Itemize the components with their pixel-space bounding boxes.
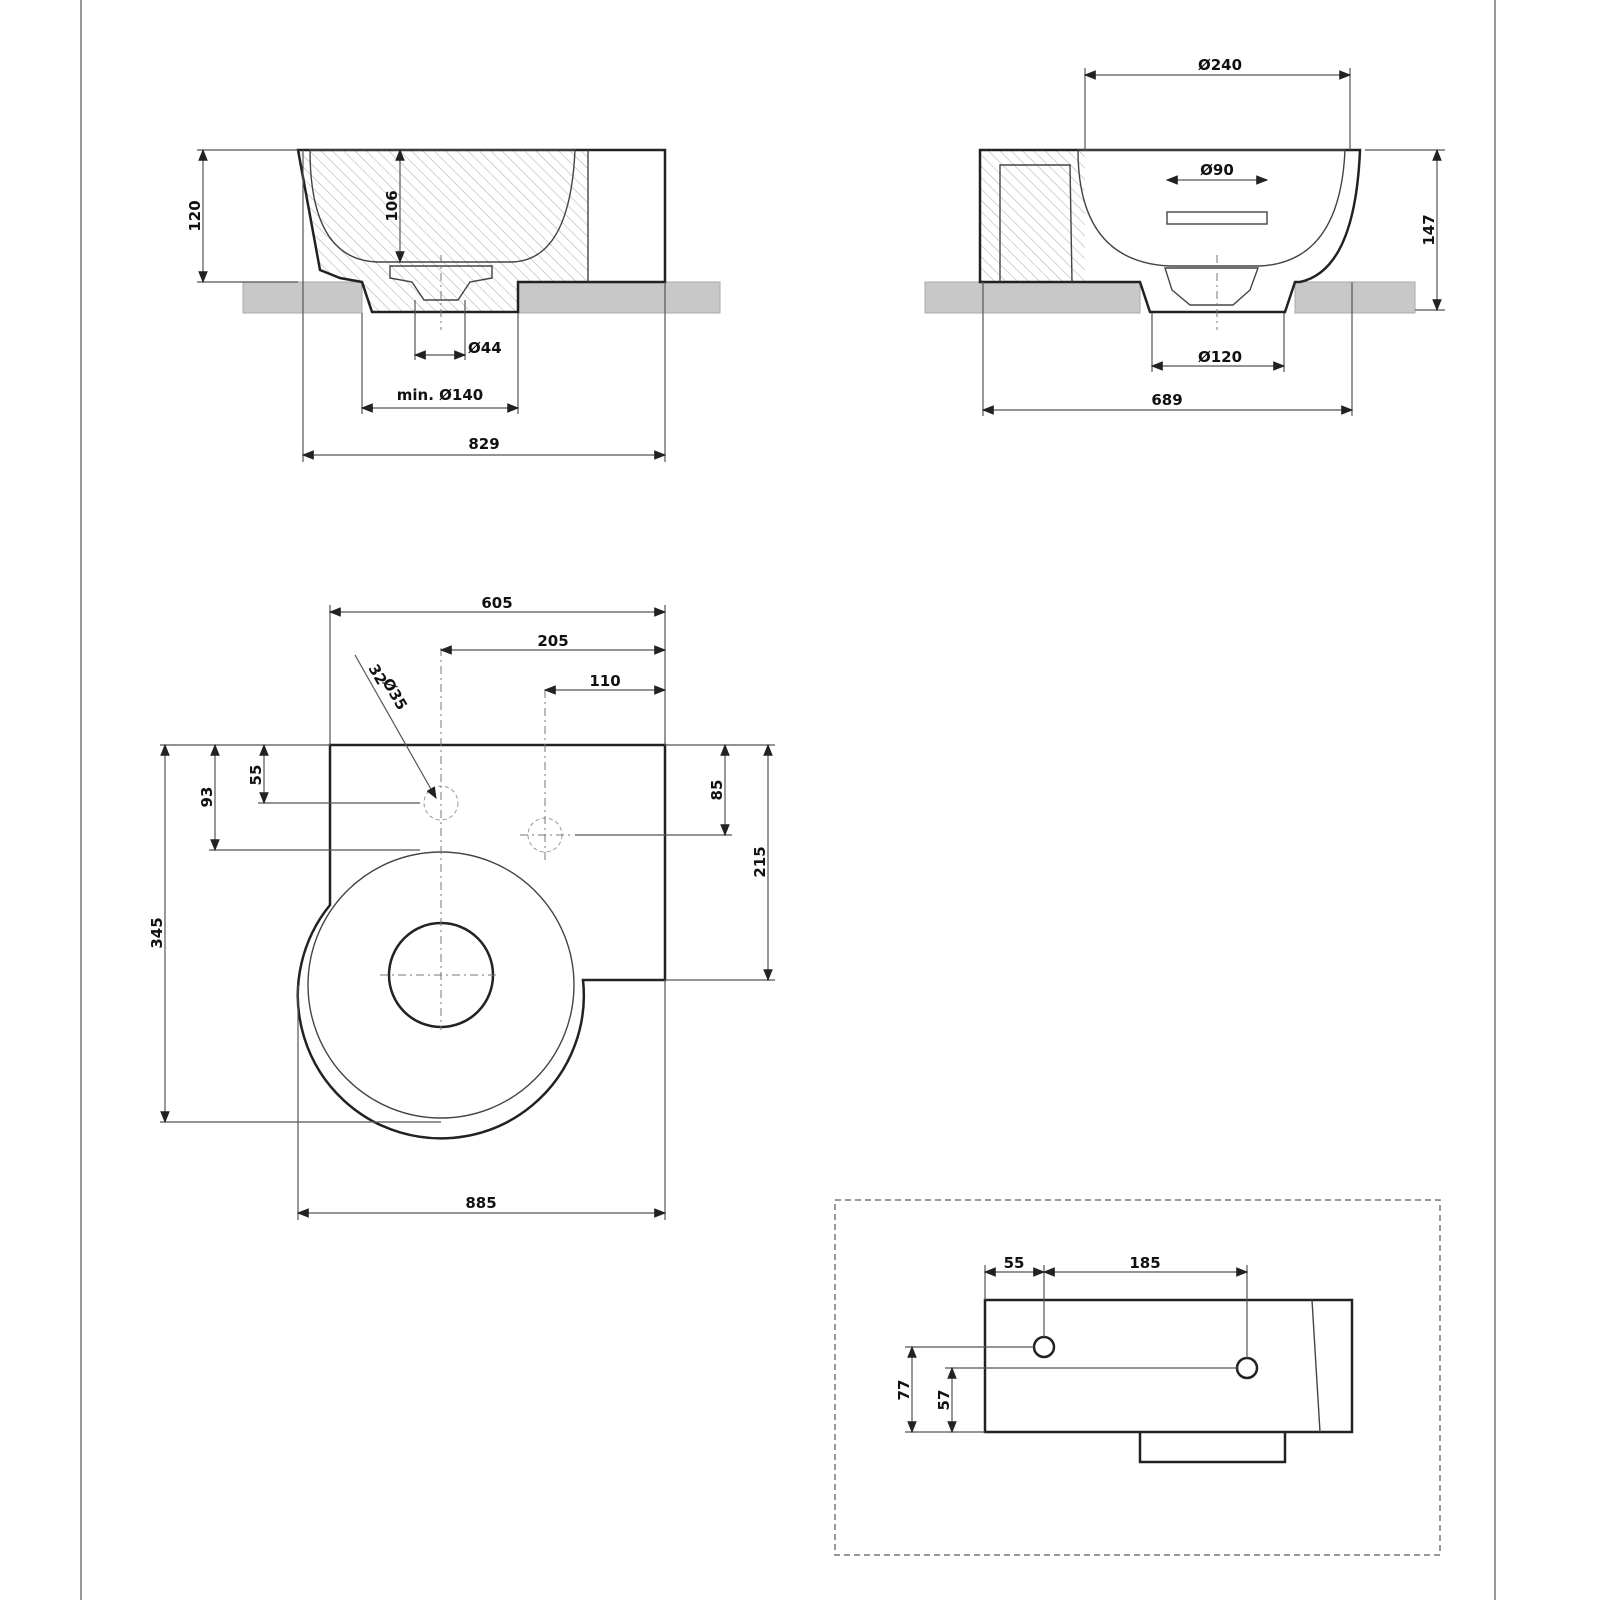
dim-fix-height-2: 57 [935,1390,953,1411]
dim-overflow: Ø90 [1200,161,1234,179]
plan-view: 605 205 110 32 Ø35 55 93 85 215 345 885 [148,594,775,1220]
dim-bowl-diameter: Ø240 [1198,56,1242,74]
dim-width-top: 605 [481,594,512,612]
dim-drain-diameter: Ø44 [468,339,502,357]
dim-depth: 689 [1151,391,1182,409]
dim-fix-left: 55 [1004,1254,1025,1272]
dim-rect-depth: 215 [751,846,769,877]
dim-width: 829 [468,435,499,453]
dim-hole2-from-back: 85 [708,780,726,801]
dim-hole2-to-edge: 110 [589,672,620,690]
countertop-right [1294,281,1416,314]
dim-fix-height-1: 77 [895,1380,913,1401]
dim-height-total: 120 [186,200,204,231]
dim-bowl-from-back: 93 [198,787,216,808]
dim-fix-spacing: 185 [1129,1254,1160,1272]
front-section-view: 120 106 Ø44 min. Ø140 829 [186,148,721,462]
dim-hole-min: min. Ø140 [397,386,483,404]
side-section-view: Ø240 Ø90 147 Ø120 689 [924,56,1445,416]
dim-height: 147 [1420,214,1438,245]
dim-total-depth: 345 [148,917,166,948]
dim-basin-depth: 106 [383,190,401,221]
dim-total-width: 885 [465,1194,496,1212]
dim-tap-from-back: 55 [247,765,265,786]
countertop-left [924,281,1141,314]
wall-view: 55 185 77 57 [834,1199,1441,1556]
dim-tap-to-edge: 205 [537,632,568,650]
countertop-right [517,281,721,314]
dim-tap-hole-diameter: Ø35 [379,675,411,713]
dim-drain-base: Ø120 [1198,348,1242,366]
